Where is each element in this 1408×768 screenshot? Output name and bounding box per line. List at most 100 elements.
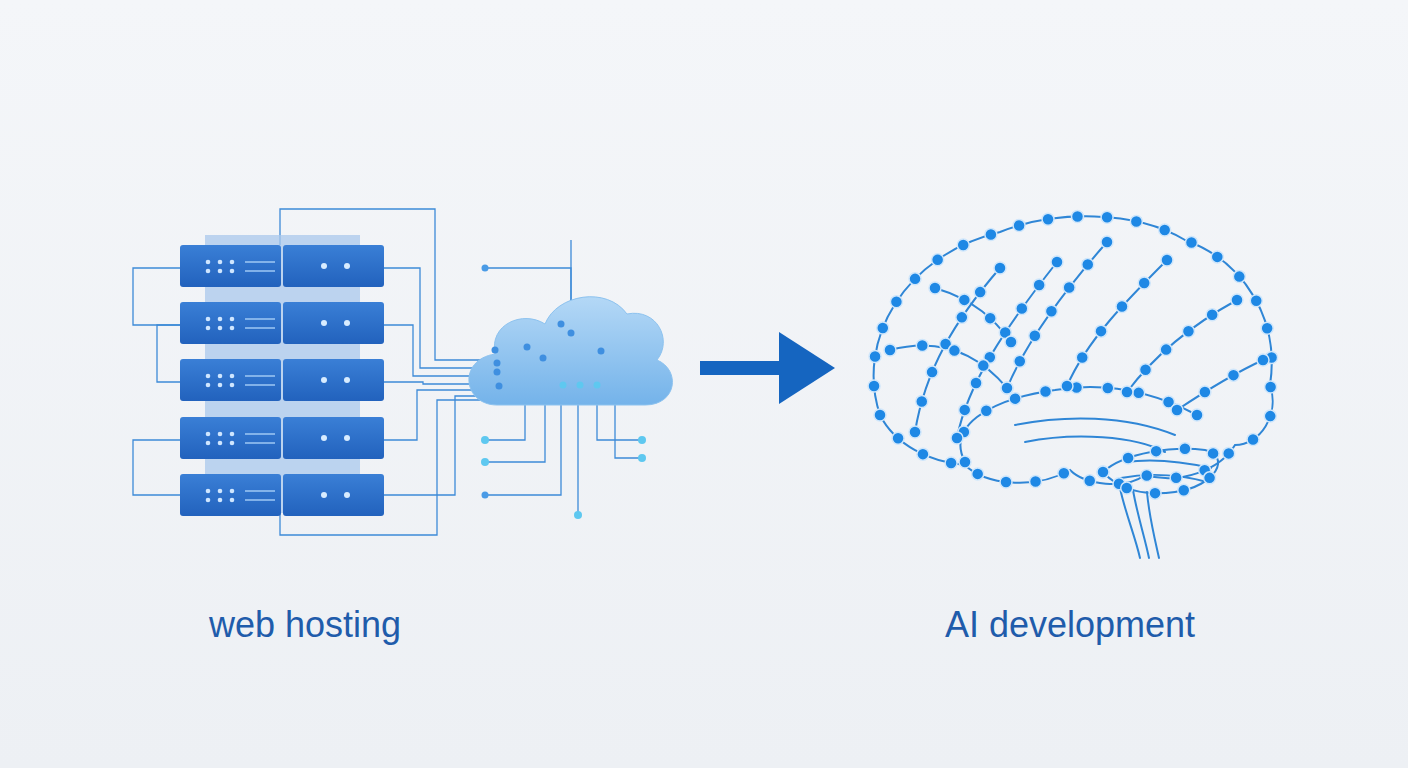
network-node-dot [1014, 355, 1026, 367]
network-node-dot [970, 377, 982, 389]
network-node-dot [959, 456, 971, 468]
network-node-dot [1061, 380, 1073, 392]
network-node-dot [926, 366, 938, 378]
network-node-dot [1030, 476, 1042, 488]
network-node-dot [1227, 369, 1239, 381]
network-node-dot [1231, 294, 1243, 306]
network-node-dot [956, 311, 968, 323]
flow-arrow [700, 361, 779, 375]
network-node-dot [1122, 452, 1134, 464]
network-node-dot [1261, 322, 1273, 334]
network-node-dot [869, 351, 881, 363]
cloud-dots [492, 321, 605, 390]
cloud-shape [469, 297, 673, 405]
network-node-dot [1179, 443, 1191, 455]
brain-lines [874, 216, 1273, 558]
connector-group [700, 368, 779, 369]
network-node-dot [1171, 404, 1183, 416]
network-node-dot [957, 239, 969, 251]
network-node-dot [948, 345, 960, 357]
network-node-dot [1170, 472, 1182, 484]
server-cloud-illustration [133, 209, 672, 535]
network-node-dot [884, 344, 896, 356]
network-node-dot [1033, 279, 1045, 291]
network-node-dot [1097, 466, 1109, 478]
network-node-dot [892, 432, 904, 444]
network-node-dot [1182, 325, 1194, 337]
network-node-dot [929, 282, 941, 294]
network-node-dot [1191, 409, 1203, 421]
network-node-dot [1140, 364, 1152, 376]
network-node-dot [1101, 211, 1113, 223]
network-node-dot [1206, 309, 1218, 321]
network-node-dot [1001, 382, 1013, 394]
network-node-dot [951, 432, 963, 444]
network-node-dot [1160, 344, 1172, 356]
network-node-dot [1211, 251, 1223, 263]
network-node-dot [1071, 211, 1083, 223]
network-node-dot [994, 262, 1006, 274]
network-node-dot [932, 254, 944, 266]
node-label: AI development [870, 603, 1270, 647]
network-node-dot [1000, 476, 1012, 488]
network-node-dot [984, 312, 996, 324]
network-node-dot [1063, 282, 1075, 294]
network-node-dot [1130, 216, 1142, 228]
network-node-dot [1161, 254, 1173, 266]
network-node-dot [945, 457, 957, 469]
network-node-dot [1051, 256, 1063, 268]
network-node-dot [868, 380, 880, 392]
network-node-dot [1233, 271, 1245, 283]
network-node-dot [1141, 469, 1153, 481]
network-node-dot [877, 322, 889, 334]
network-node-dot [980, 405, 992, 417]
network-node-dot [1029, 330, 1041, 342]
network-node-dot [909, 273, 921, 285]
network-node-dot [890, 296, 902, 308]
brain-network-illustration [868, 211, 1278, 558]
network-node-dot [1045, 305, 1057, 317]
illustration-node: AI development [835, 200, 1305, 536]
network-node-dot [909, 426, 921, 438]
network-node-dot [916, 396, 928, 408]
network-node-dot [1084, 475, 1096, 487]
network-node-dot [1247, 433, 1259, 445]
node-label: web hosting [155, 603, 455, 647]
network-node-dot [1133, 387, 1145, 399]
network-node-dot [985, 228, 997, 240]
network-node-dot [1058, 467, 1070, 479]
network-node-dot [1082, 259, 1094, 271]
network-node-dot [1223, 447, 1235, 459]
illustration-node: web hosting [125, 200, 700, 536]
network-node-dot [1097, 466, 1109, 478]
network-node-dot [1199, 386, 1211, 398]
network-node-dot [1121, 482, 1133, 494]
network-node-dot [917, 448, 929, 460]
network-node-dot [977, 360, 989, 372]
network-node-dot [1121, 386, 1133, 398]
network-node-dot [1264, 410, 1276, 422]
network-node-dot [974, 286, 986, 298]
network-node-dot [1185, 237, 1197, 249]
network-node-dot [1016, 303, 1028, 315]
network-node-dot [1159, 224, 1171, 236]
network-node-dot [972, 468, 984, 480]
network-node-dot [1138, 277, 1150, 289]
network-node-dot [1001, 382, 1013, 394]
network-node-dot [1265, 381, 1277, 393]
network-node-dot [959, 404, 971, 416]
network-node-dot [1005, 336, 1017, 348]
network-node-dot [1102, 382, 1114, 394]
brain-nodes [868, 211, 1278, 500]
network-node-dot [1150, 445, 1162, 457]
network-node-dot [1013, 220, 1025, 232]
network-node-dot [1095, 325, 1107, 337]
network-node-dot [958, 294, 970, 306]
network-node-dot [1204, 472, 1216, 484]
network-node-dot [1009, 393, 1021, 405]
network-node-dot [1149, 487, 1161, 499]
network-node-dot [1250, 295, 1262, 307]
